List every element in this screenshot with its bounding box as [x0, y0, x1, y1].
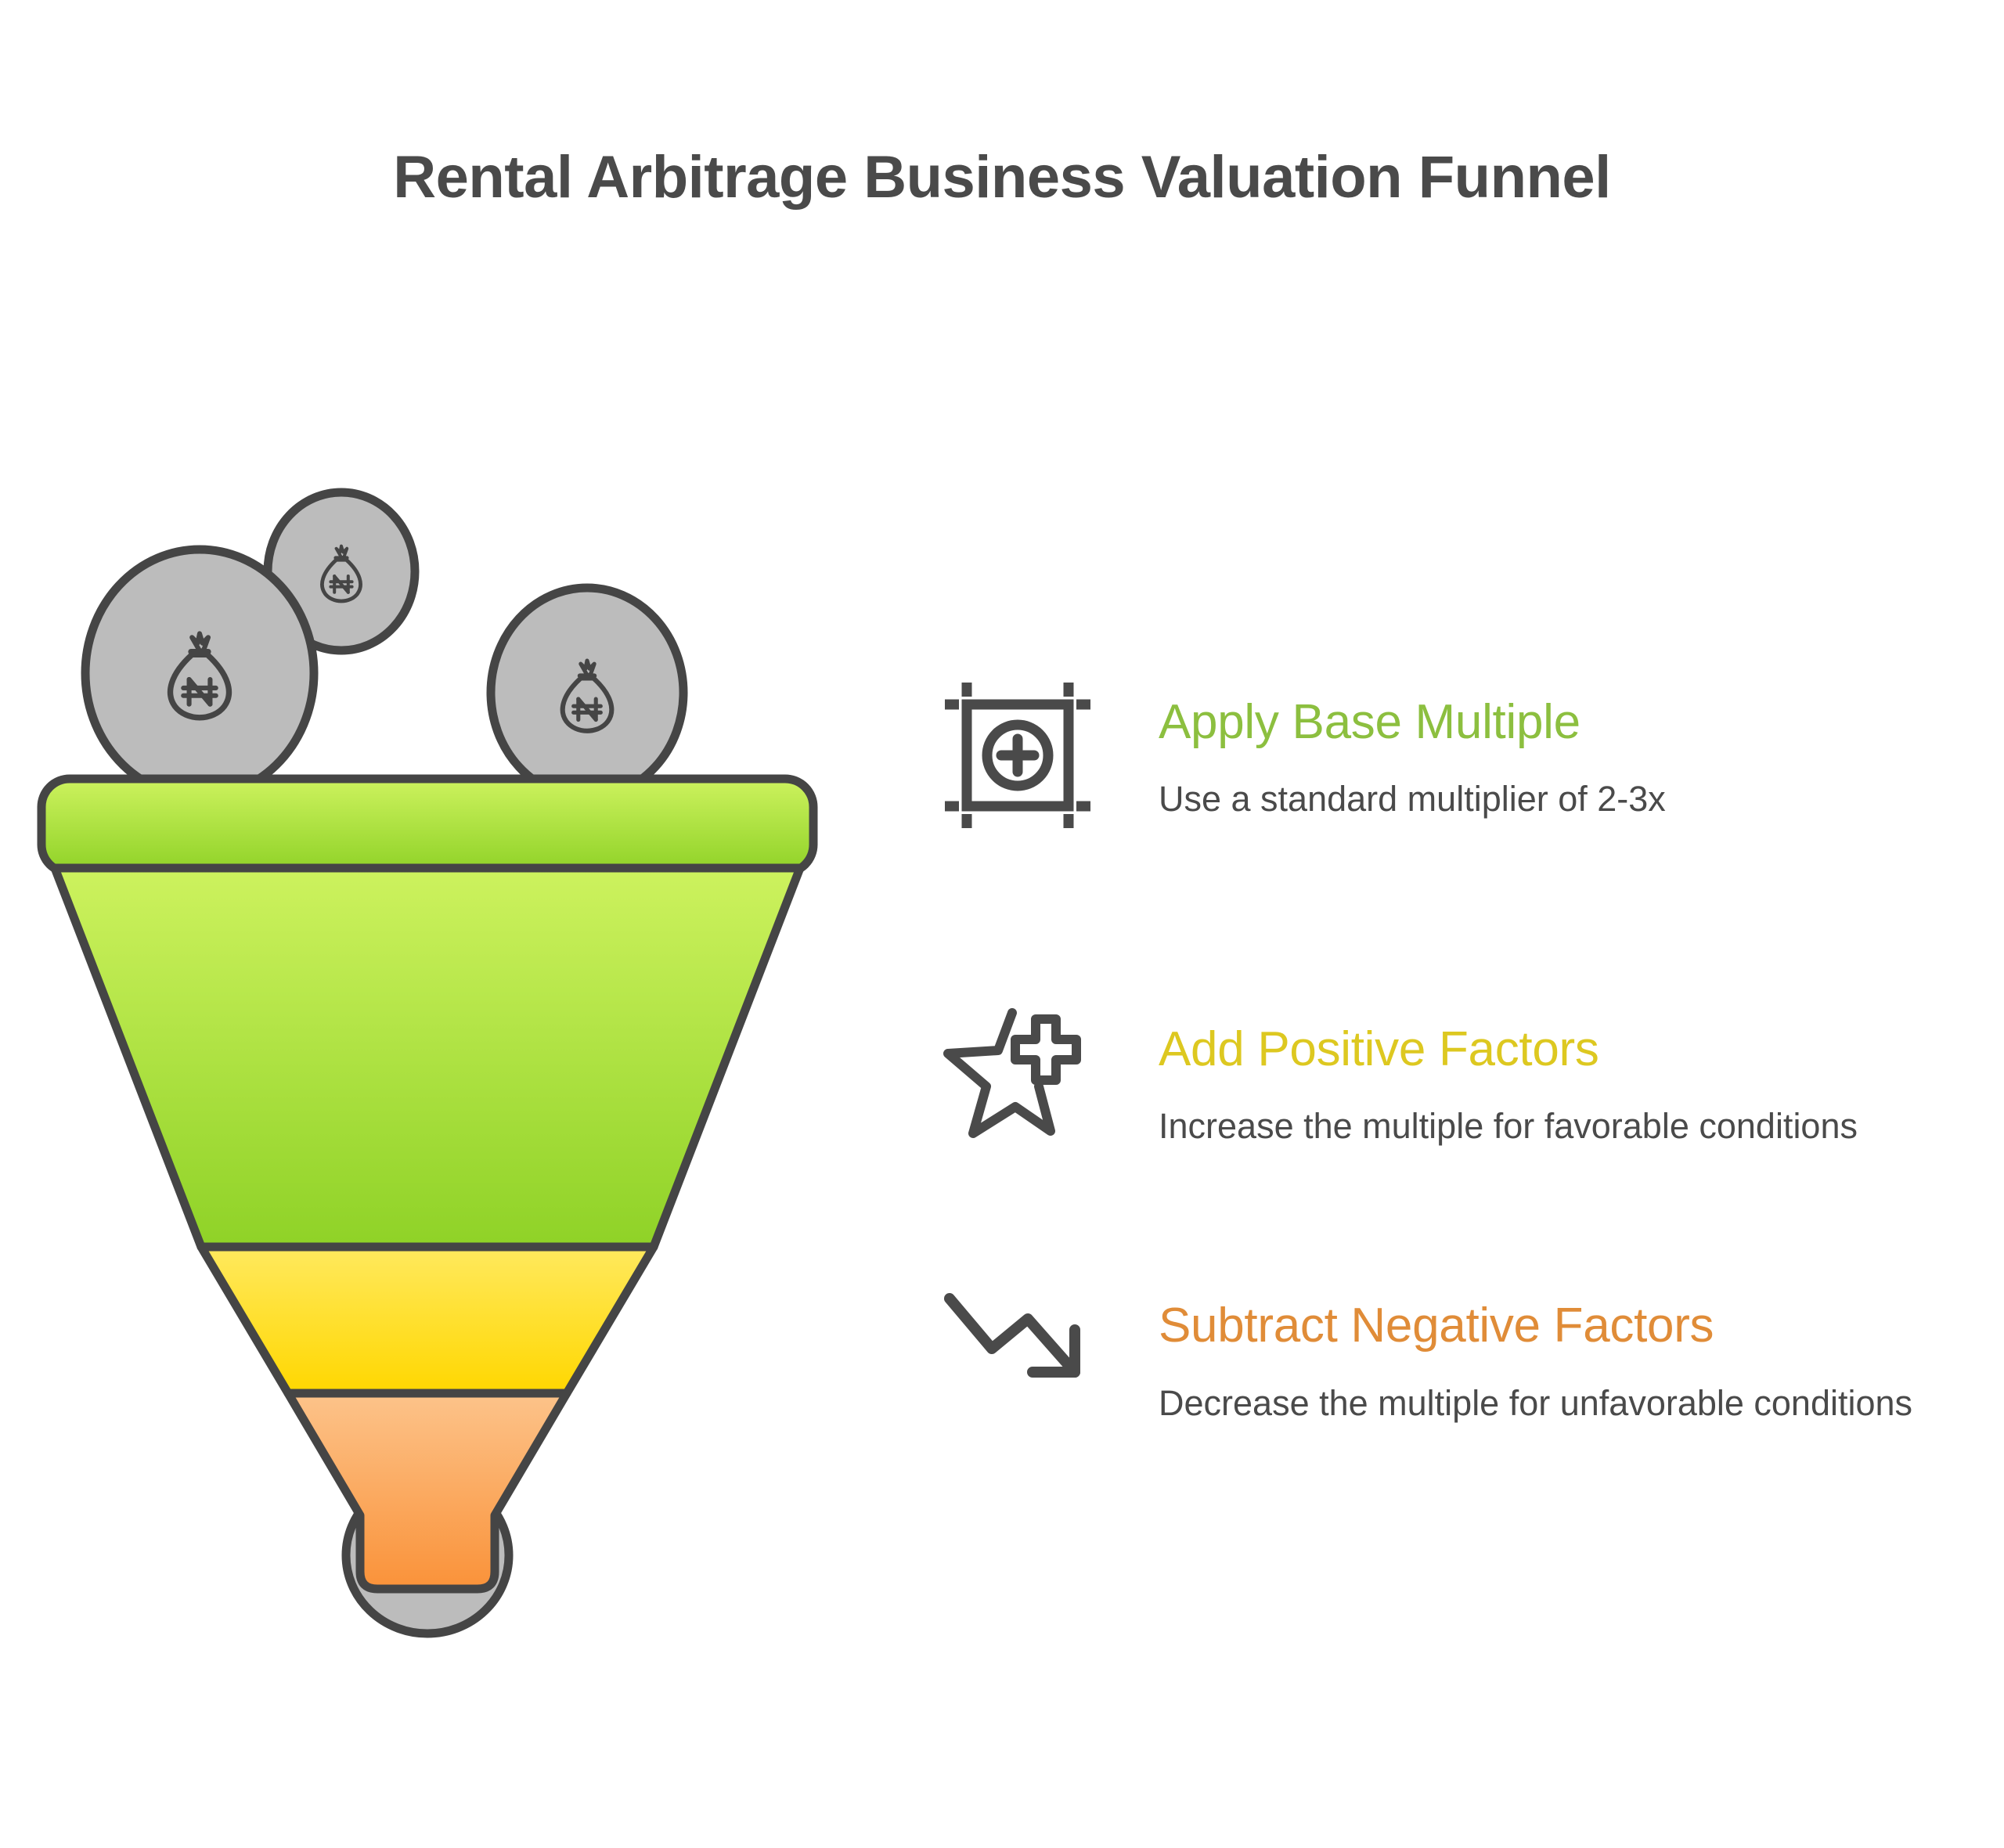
funnel-input-coin-left	[81, 545, 319, 802]
valuation-funnel-graphic	[31, 438, 900, 1706]
trend-down-arrow-icon	[943, 1284, 1092, 1433]
crop-frame-plus-icon	[943, 681, 1092, 830]
funnel-band-orange	[283, 1389, 571, 1594]
step-text-block: Add Positive Factors Increase the multip…	[1159, 1008, 1984, 1151]
step-item-subtract-negative-factors[interactable]: Subtract Negative Factors Decrease the m…	[943, 1284, 1984, 1427]
step-text-block: Apply Base Multiple Use a standard multi…	[1159, 681, 1984, 823]
step-text-block: Subtract Negative Factors Decrease the m…	[1159, 1284, 1984, 1427]
step-description: Increase the multiple for favorable cond…	[1159, 1106, 1858, 1147]
step-heading: Subtract Negative Factors	[1159, 1299, 1714, 1353]
funnel-input-coin-right	[486, 583, 688, 802]
step-heading: Add Positive Factors	[1159, 1021, 1599, 1076]
steps-list: Apply Base Multiple Use a standard multi…	[943, 681, 1984, 1427]
funnel-band-green	[50, 863, 805, 1252]
star-plus-icon	[943, 1007, 1092, 1157]
funnel-band-yellow	[196, 1242, 658, 1398]
step-item-add-positive-factors[interactable]: Add Positive Factors Increase the multip…	[943, 1007, 1984, 1151]
step-heading: Apply Base Multiple	[1159, 695, 1580, 749]
funnel-rim	[37, 774, 818, 877]
step-item-apply-base-multiple[interactable]: Apply Base Multiple Use a standard multi…	[943, 681, 1984, 828]
page-title: Rental Arbitrage Business Valuation Funn…	[393, 144, 1611, 211]
step-description: Use a standard multiplier of 2-3x	[1159, 779, 1666, 820]
step-description: Decrease the multiple for unfavorable co…	[1159, 1382, 1913, 1423]
